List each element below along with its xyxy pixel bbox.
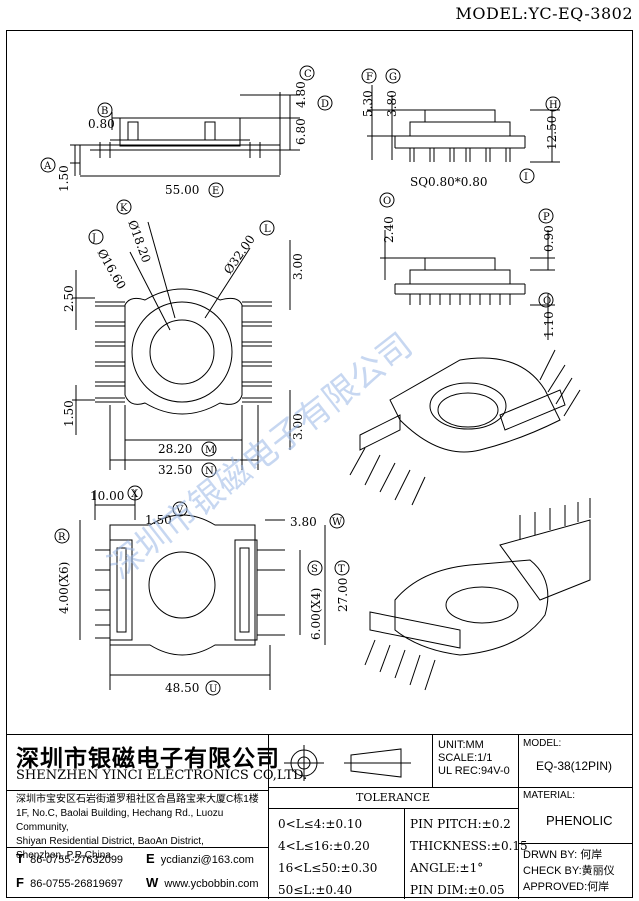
isometric-view-top	[349, 349, 581, 506]
model-label: MODEL:	[523, 738, 562, 749]
dim-3-80-a: 3.80	[385, 90, 399, 117]
dim-32-50: 32.50	[158, 463, 192, 477]
dim-1-50-c: 1.50	[145, 513, 172, 527]
model-value: EQ-38(12PIN)	[536, 759, 613, 773]
material-value: PHENOLIC	[546, 813, 613, 828]
dim-5-30: 5.30	[361, 90, 375, 117]
phone-line: T 86-0755-27632099	[16, 851, 124, 866]
dim-48-50: 48.50	[165, 681, 199, 695]
dim-dia-32-00: Ø32.00	[221, 232, 258, 276]
company-name-en: SHENZHEN YINCI ELECTRONICS CO,LTD.	[16, 768, 308, 783]
dim-55-00: 55.00	[165, 183, 199, 197]
label-p: P	[543, 212, 550, 223]
dim-3-80-b: 3.80	[290, 515, 317, 529]
top-view	[72, 199, 291, 478]
label-c: C	[304, 69, 312, 80]
label-a: A	[43, 161, 52, 172]
label-e: E	[212, 186, 219, 197]
side-view-right-lower	[379, 192, 555, 340]
dim-dia-16-60: Ø16.60	[94, 247, 128, 292]
title-block: 深圳市银磁电子有限公司 SHENZHEN YINCI ELECTRONICS C…	[6, 734, 633, 899]
label-u: U	[209, 684, 217, 695]
drawing-frame	[6, 30, 633, 898]
label-s: S	[311, 564, 318, 575]
web-line: W www.ycbobbin.com	[146, 875, 259, 890]
dim-1-10: 1.10	[542, 311, 556, 338]
company-address: 深圳市宝安区石岩街道罗租社区合昌路宝来大厦C栋1楼 1F, No.C, Baol…	[16, 794, 259, 861]
watermark-text: 深圳市银磁电子有限公司	[101, 325, 420, 587]
dim-3-00-b: 3.00	[291, 413, 305, 440]
label-v: V	[175, 505, 184, 516]
label-f: F	[366, 72, 373, 83]
dim-1-50-a: 1.50	[57, 165, 71, 192]
material-label: MATERIAL:	[523, 790, 576, 801]
side-view-front	[40, 65, 333, 198]
label-l: L	[264, 224, 271, 235]
label-n: N	[205, 466, 214, 477]
label-j: J	[91, 233, 96, 244]
dim-12-50: 12.50	[545, 116, 559, 150]
dim-0-80: 0.80	[88, 117, 115, 131]
dim-2-50: 2.50	[62, 285, 76, 312]
side-view-right	[361, 68, 561, 184]
dim-2-40: 2.40	[382, 216, 396, 243]
label-w: W	[332, 517, 343, 528]
label-o: O	[383, 196, 391, 207]
dim-28-20: 28.20	[158, 442, 192, 456]
tolerance-other: PIN PITCH:±0.2 THICKNESS:±0.15 ANGLE:±1°…	[410, 817, 528, 897]
label-t: T	[338, 564, 345, 575]
dim-sq-pin: SQ0.80*0.80	[410, 175, 488, 189]
label-h: H	[549, 100, 558, 111]
dim-3-00-a: 3.00	[291, 253, 305, 280]
label-q: Q	[543, 296, 551, 307]
dim-10-00: 10.00	[90, 489, 124, 503]
label-x: X	[131, 489, 139, 500]
label-b: B	[101, 106, 108, 117]
email-line: E ycdianzi@163.com	[146, 851, 254, 866]
company-name-cn: 深圳市银磁电子有限公司	[16, 745, 280, 772]
label-k: K	[120, 203, 128, 214]
label-r: R	[58, 532, 66, 543]
isometric-view-bottom	[364, 498, 591, 691]
projection-symbol-icon	[284, 745, 411, 781]
model-number-header: MODEL:YC-EQ-3802	[455, 4, 633, 23]
fax-line: F 86-0755-26819697	[16, 875, 124, 890]
dim-6-80: 6.80	[294, 118, 308, 145]
label-i: I	[524, 172, 528, 183]
tolerance-length: 0<L≤4:±0.10 4<L≤16:±0.20 16<L≤50:±0.30 5…	[278, 817, 378, 897]
tolerance-title: TOLERANCE	[356, 791, 430, 804]
bottom-view	[54, 485, 350, 696]
unit-scale-ul: UNIT:MM SCALE:1/1 UL REC:94V-0	[438, 739, 510, 777]
label-m: M	[205, 445, 215, 456]
approval-block: DRWN BY: 何岸 CHECK BY:黄丽仪 APPROVED:何岸	[523, 849, 615, 893]
dim-27-00: 27.00	[336, 578, 350, 612]
dim-0-90: 0.90	[542, 225, 556, 252]
dim-1-50-b: 1.50	[62, 400, 76, 427]
dim-4-80: 4.80	[294, 81, 308, 108]
label-d: D	[321, 99, 329, 110]
dim-6-00-x4: 6.00(X4)	[309, 588, 323, 640]
dim-4-00-x6: 4.00(X6)	[57, 562, 71, 614]
label-g: G	[389, 72, 397, 83]
